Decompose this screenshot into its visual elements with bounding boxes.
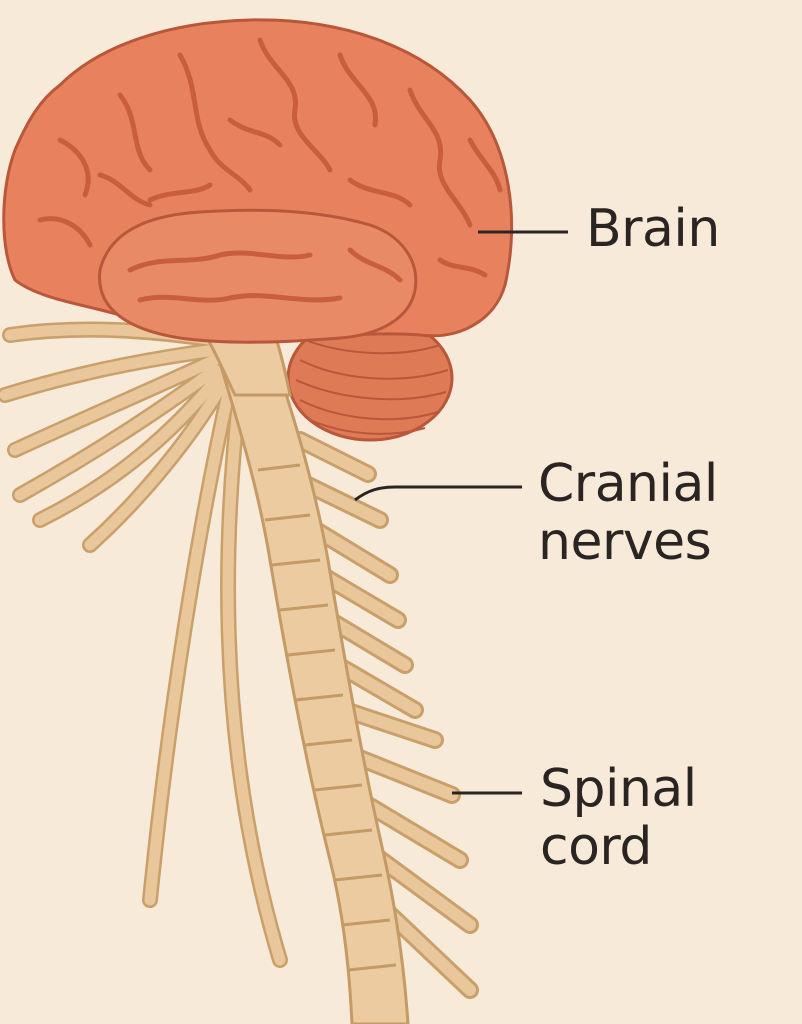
- spinal-cord-label: Spinal cord: [540, 760, 697, 876]
- brain-label: Brain: [586, 200, 720, 258]
- spinal-label-line2: cord: [540, 817, 652, 877]
- leader-lines: [354, 230, 568, 795]
- cranial-label-line2: nerves: [538, 512, 712, 572]
- brain-stem: [202, 333, 292, 397]
- spinal-cord: [213, 343, 410, 1024]
- brain-label-text: Brain: [586, 199, 720, 259]
- cranial-nerves-label: Cranial nerves: [538, 455, 718, 571]
- brain: [2, 18, 514, 344]
- cranial-nerves: [0, 321, 288, 968]
- cerebellum: [286, 314, 454, 442]
- spinal-label-line1: Spinal: [540, 759, 697, 819]
- cranial-label-line1: Cranial: [538, 454, 718, 514]
- cranial-leader-line: [354, 485, 522, 502]
